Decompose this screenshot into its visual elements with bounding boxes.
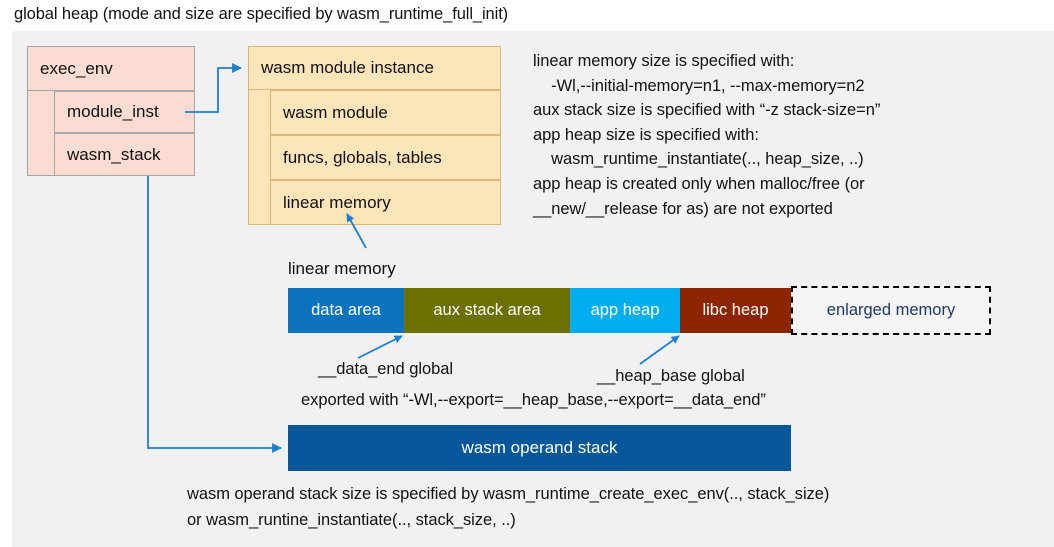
exec-env-field-wasm-stack-label: wasm_stack [67,144,161,164]
exec-env-field-module-inst-label: module_inst [67,102,159,121]
module-field-wasm-module: wasm module [270,90,501,135]
memory-segment-libc-heap: libc heap [680,288,791,333]
wasm-operand-stack-bar: wasm operand stack [288,425,791,471]
memory-segment-data-area: data area [288,288,404,333]
data-end-global-caption: __data_end global [318,360,453,378]
wasm-operand-stack-label: wasm operand stack [461,438,618,457]
wasm-module-instance-header-label: wasm module instance [261,58,434,77]
right-note-line-4: wasm_runtime_instantiate(.., heap_size, … [533,150,864,169]
memory-segment-app-heap: app heap [570,288,680,333]
memory-segment-data-area-label: data area [311,301,381,319]
right-note-line-1: -Wl,--initial-memory=n1, --max-memory=n2 [533,76,865,95]
linear-memory-label: linear memory [288,259,396,278]
memory-segment-libc-heap-label: libc heap [702,301,769,319]
exec-env-field-module-inst: module_inst [54,91,195,133]
wasm-module-instance-header: wasm module instance [248,46,501,90]
module-field-wasm-module-label: wasm module [283,102,388,122]
memory-segment-enlarged-memory: enlarged memory [791,286,991,335]
right-note-line-6: __new/__release for as) are not exported [533,199,833,218]
operand-stack-note-line-0: wasm operand stack size is specified by … [187,485,830,503]
right-note-line-5: app heap is created only when malloc/fre… [533,175,865,193]
exec-env-header-label: exec_env [40,58,113,78]
right-note-line-0: linear memory size is specified with: [533,52,795,70]
module-field-linear-memory: linear memory [270,180,501,225]
module-field-funcs-globals-tables: funcs, globals, tables [270,135,501,180]
exec-env-header: exec_env [27,46,195,91]
operand-stack-note-line-1: or wasm_runtine_instantiate(.., stack_si… [187,511,516,529]
right-note-line-3: app heap size is specified with: [533,125,759,144]
right-note-line-2: aux stack size is specified with “-z sta… [533,101,881,120]
heap-base-global-caption: __heap_base global [597,367,745,385]
memory-segment-app-heap-label: app heap [590,301,660,319]
memory-segment-aux-stack-area: aux stack area [404,288,570,333]
memory-segment-enlarged-memory-label: enlarged memory [826,301,956,319]
exec-env-field-wasm-stack: wasm_stack [54,133,195,176]
module-field-linear-memory-label: linear memory [283,192,391,212]
diagram-title: global heap (mode and size are specified… [14,5,509,23]
memory-segment-aux-stack-area-label: aux stack area [433,301,541,319]
exported-with-caption: exported with “-Wl,--export=__heap_base,… [301,391,766,409]
module-field-funcs-globals-tables-label: funcs, globals, tables [283,147,442,167]
